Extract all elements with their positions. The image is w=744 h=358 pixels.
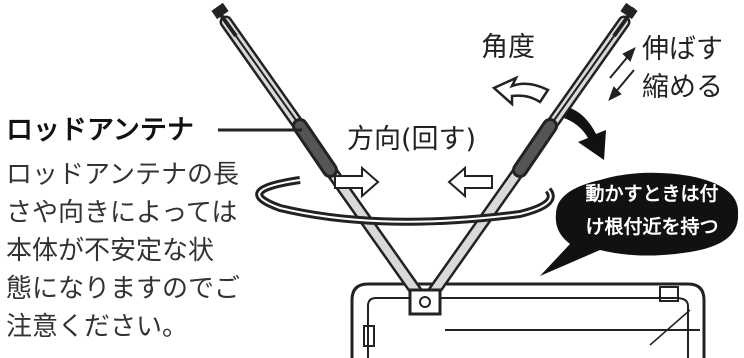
description-line: 本体が不安定な状 bbox=[6, 236, 215, 266]
rotation-arrow-icon bbox=[255, 165, 555, 226]
description-line: 注意ください。 bbox=[6, 312, 189, 342]
callout-line: け根付近を持つ bbox=[585, 216, 719, 238]
angle-arrow-icon bbox=[491, 75, 550, 107]
rod-antenna-left bbox=[211, 2, 432, 311]
antenna-description: ロッドアンテナの長 さや向きによっては 本体が不安定な状 態になりますのでご 注… bbox=[6, 156, 240, 346]
extend-retract-label: 伸ばす 縮める bbox=[642, 31, 723, 107]
antenna-title: ロッドアンテナ bbox=[6, 115, 194, 146]
callout-line: 動かすときは付 bbox=[585, 183, 719, 205]
angle-arrow-filled-icon bbox=[564, 108, 606, 160]
angle-label: 角度 bbox=[481, 32, 535, 63]
extend-arrow-icon bbox=[609, 46, 636, 79]
retract-arrow-icon bbox=[608, 69, 635, 102]
retract-label: 縮める bbox=[642, 72, 723, 103]
direction-label: 方向(回す) bbox=[347, 124, 477, 155]
rod-antenna-right bbox=[418, 2, 638, 311]
callout-bubble bbox=[540, 172, 739, 276]
callout-text: 動かすときは付 け根付近を持つ bbox=[568, 178, 736, 244]
extend-label: 伸ばす bbox=[642, 34, 723, 65]
description-line: ロッドアンテナの長 bbox=[6, 160, 239, 190]
description-line: 態になりますのでご bbox=[6, 274, 241, 304]
description-line: さや向きによっては bbox=[6, 198, 238, 228]
radio-body bbox=[350, 282, 706, 358]
antenna-hinge bbox=[408, 288, 442, 316]
